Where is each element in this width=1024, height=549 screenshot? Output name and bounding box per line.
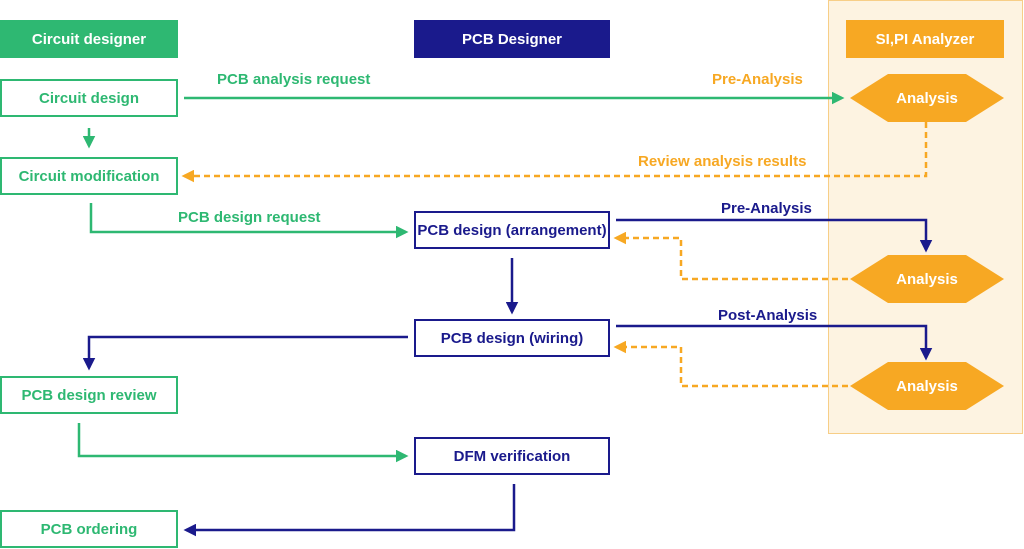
arrow-analysis3-return [613,340,848,388]
analysis-diamond-2 [850,255,1004,303]
pcb-arrangement-box: PCB design (arrangement) [414,211,610,249]
arrow-review-to-dfm [77,423,409,463]
arrow-pre-analysis-2 [616,218,933,253]
label-pre-analysis-1: Pre-Analysis [712,71,803,88]
arrow-wiring-to-review [82,335,408,371]
analysis-label-3: Analysis [896,377,958,395]
analysis-label-2: Analysis [896,270,958,288]
analysis-label-1: Analysis [896,89,958,107]
arrow-analysis2-return [613,231,848,281]
label-pre-analysis-2: Pre-Analysis [721,200,812,217]
arrow-dfm-to-ordering [183,484,516,537]
analysis-diamond-1 [850,74,1004,122]
arrow-post-analysis [616,324,933,361]
label-post-analysis: Post-Analysis [718,307,818,324]
circuit-design-box: Circuit design [0,79,178,117]
pcb-wiring-box: PCB design (wiring) [414,319,610,357]
analyzer-lane-background [828,0,1023,434]
label-pcb-analysis-request: PCB analysis request [217,71,371,88]
circuit-modification-box: Circuit modification [0,157,178,195]
arrow-review-analysis-results [181,122,928,183]
si-pi-analyzer-header: SI,PI Analyzer [846,20,1004,58]
analysis-diamond-3 [850,362,1004,410]
label-pcb-design-request: PCB design request [178,209,321,226]
pcb-design-review-box: PCB design review [0,376,178,414]
pcb-designer-header: PCB Designer [414,20,610,58]
label-review-analysis-results: Review analysis results [638,153,807,170]
dfm-verification-box: DFM verification [414,437,610,475]
pcb-ordering-box: PCB ordering [0,510,178,548]
circuit-designer-header: Circuit designer [0,20,178,58]
arrow-pcb-design-request [89,203,409,239]
